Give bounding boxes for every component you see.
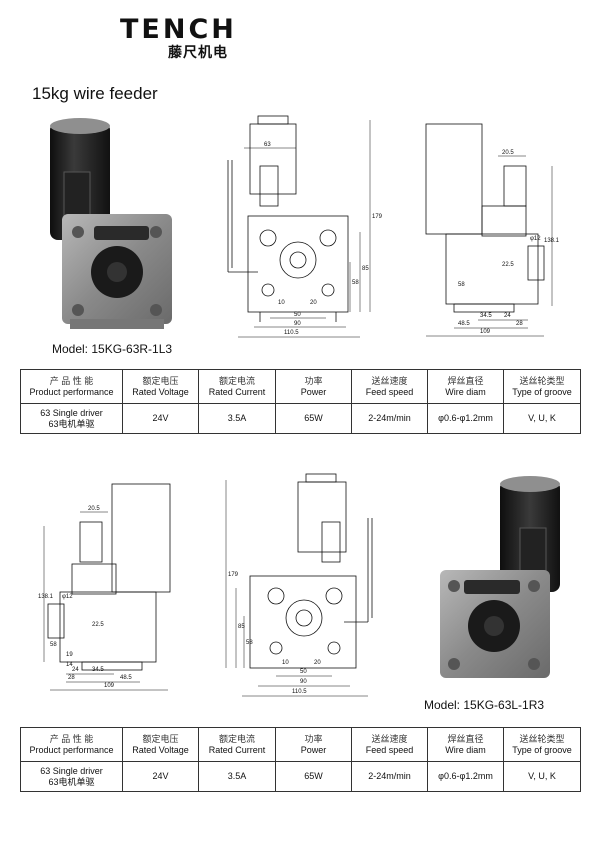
product-photo-1 — [50, 118, 172, 329]
dim-front-10: 10 — [278, 300, 285, 306]
cell-groove: V, U, K — [503, 761, 581, 792]
dim-front2-10: 10 — [282, 660, 289, 666]
cell-speed: 2-24m/min — [351, 403, 428, 434]
dim-side2-w2: 48.5 — [120, 675, 132, 681]
dim-front-w1: 110.5 — [284, 330, 299, 336]
page-title: 15kg wire feeder — [32, 84, 158, 103]
model-label-2: Model: 15KG-63L-1R3 — [424, 698, 545, 712]
dim-side-w4: 24 — [504, 313, 511, 319]
dim-front-h2: 85 — [362, 266, 369, 272]
cell-groove: V, U, K — [503, 403, 581, 434]
dim-side-h2: 58 — [458, 282, 465, 288]
dim-front2-h3: 58 — [246, 640, 253, 646]
brand-logo: TENCH 藤尺机电 — [120, 14, 252, 61]
dim-front2-h2: 85 — [238, 624, 245, 630]
model-label-1: Model: 15KG-63R-1L3 — [52, 342, 173, 356]
side-drawing-1: 109 48.5 34.5 24 28 138.1 58 20.5 22.5 φ… — [425, 123, 560, 337]
dim-side-h1: 138.1 — [544, 238, 560, 244]
dim-front2-h1: 179 — [228, 572, 239, 578]
front-drawing-2: 110.5 90 50 179 85 58 10 20 — [225, 473, 373, 697]
front-drawing-1: 110.5 90 50 179 85 58 63 10 20 — [227, 115, 383, 338]
product-photo-2 — [440, 476, 560, 678]
dim-front-h1: 179 — [372, 214, 383, 220]
dim-front2-20: 20 — [314, 660, 321, 666]
dim-side2-14: 14 — [66, 662, 73, 668]
cell-wire: φ0.6-φ1.2mm — [427, 403, 504, 434]
brand-name-en: TENCH — [120, 14, 237, 45]
dim-front-63: 63 — [264, 142, 271, 148]
dim-side2-225: 22.5 — [92, 622, 104, 628]
side-drawing-2: 109 48.5 34.5 24 28 138.1 58 20.5 22.5 φ… — [38, 483, 171, 691]
dim-side2-19: 19 — [66, 652, 73, 658]
dim-side2-h2: 58 — [50, 642, 57, 648]
dim-side-225: 22.5 — [502, 262, 514, 268]
dim-side-w1: 109 — [480, 329, 491, 335]
dim-front2-w3: 50 — [300, 669, 307, 675]
dim-side-phi12: φ12 — [530, 236, 541, 242]
dim-side-w5: 28 — [516, 321, 523, 327]
dim-side2-w3: 34.5 — [92, 667, 104, 673]
dim-front-20: 20 — [310, 300, 317, 306]
dim-side-205: 20.5 — [502, 150, 514, 156]
dim-front-w3: 50 — [294, 312, 301, 318]
dim-front-h3: 58 — [352, 280, 359, 286]
cell-voltage: 24V — [122, 403, 199, 434]
dim-side2-w5: 28 — [68, 675, 75, 681]
dim-side2-w4: 24 — [72, 667, 79, 673]
dim-side2-phi12: φ12 — [62, 594, 73, 600]
dim-front2-w2: 90 — [300, 679, 307, 685]
dim-side-w3: 34.5 — [480, 313, 492, 319]
dim-side-w2: 48.5 — [458, 321, 470, 327]
dim-side2-w1: 109 — [104, 683, 115, 689]
cell-voltage: 24V — [122, 761, 199, 792]
dim-side2-h1: 138.1 — [38, 594, 54, 600]
cell-current: 3.5A — [198, 403, 276, 434]
cell-power: 65W — [275, 403, 352, 434]
cell-wire: φ0.6-φ1.2mm — [427, 761, 504, 792]
dim-front2-w1: 110.5 — [292, 689, 307, 695]
brand-name-cn: 藤尺机电 — [168, 45, 228, 61]
dim-side2-205: 20.5 — [88, 506, 100, 512]
cell-current: 3.5A — [198, 761, 276, 792]
cell-power: 65W — [275, 761, 352, 792]
cell-speed: 2-24m/min — [351, 761, 428, 792]
dim-front-w2: 90 — [294, 321, 301, 327]
